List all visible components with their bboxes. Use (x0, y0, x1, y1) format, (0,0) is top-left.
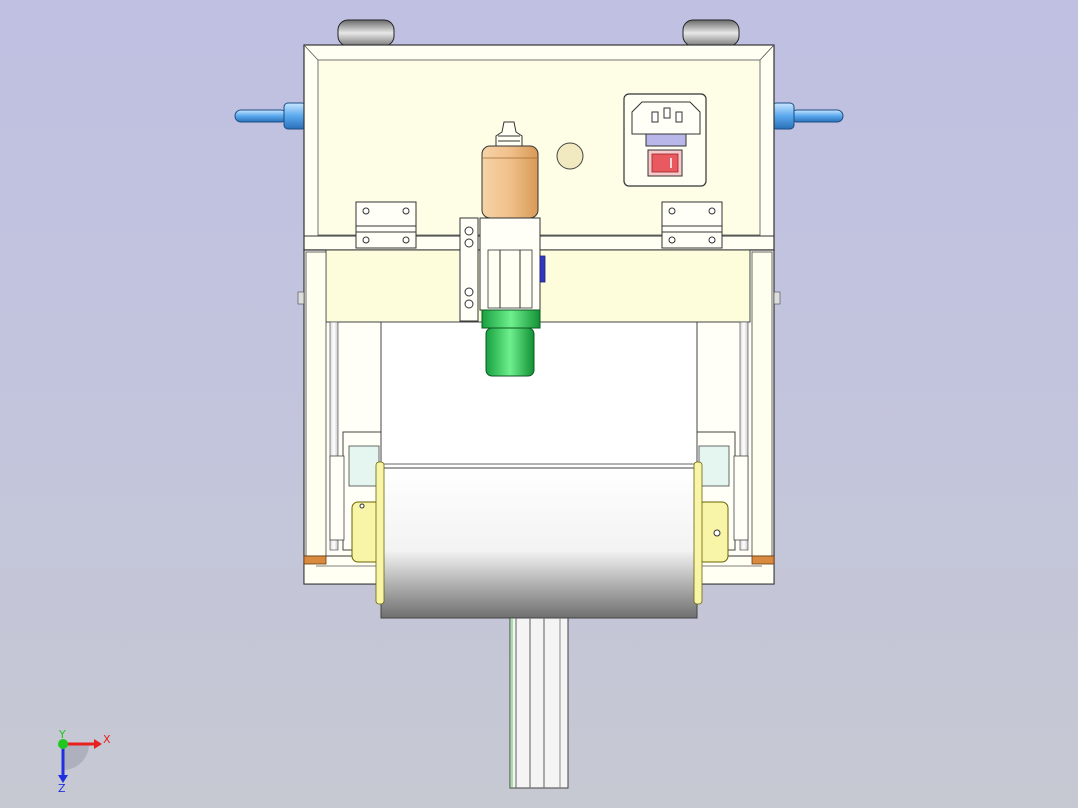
foot-left (337, 19, 395, 47)
coordinate-triad: X Y Z (58, 728, 111, 795)
connector-right-body (771, 102, 795, 130)
indicator-hole (556, 142, 584, 170)
belt-drum (380, 467, 698, 619)
shaft-coupler (481, 309, 541, 329)
power-inlet-module[interactable] (623, 93, 707, 187)
inlet-pin-left (651, 111, 659, 123)
motor-assembly[interactable] (459, 121, 546, 377)
base-pad-right (751, 555, 775, 565)
motor-clamp (459, 217, 479, 322)
pulley-right (697, 501, 729, 563)
top-feet (337, 19, 740, 47)
side-post-left (305, 251, 327, 557)
triad-y-axis (58, 739, 68, 749)
conveyor-belt[interactable] (375, 321, 703, 619)
triad-label-z: Z (58, 782, 66, 795)
motor-body (481, 145, 539, 219)
mount-bracket-right (661, 201, 723, 249)
connector-left-tube (234, 109, 288, 123)
support-extrusion (509, 617, 569, 789)
drive-gear (485, 327, 535, 377)
connector-left-body (283, 102, 307, 130)
triad-z-arrowhead (58, 775, 68, 783)
rocker-switch-face (651, 153, 679, 173)
side-post-right (751, 251, 773, 557)
mount-bracket-left (355, 201, 417, 249)
triad-shadow (63, 744, 89, 770)
foot-right (682, 19, 740, 47)
triad-label-x: X (103, 733, 111, 746)
triad-label-y: Y (58, 728, 66, 741)
triad-x-arrowhead (94, 739, 102, 749)
fuse-holder (645, 133, 687, 147)
inlet-pin-center (663, 107, 671, 119)
base-pad-left (303, 555, 327, 565)
connector-right-tube (790, 109, 844, 123)
inlet-pin-right (675, 111, 683, 123)
guide-rods (329, 321, 749, 551)
